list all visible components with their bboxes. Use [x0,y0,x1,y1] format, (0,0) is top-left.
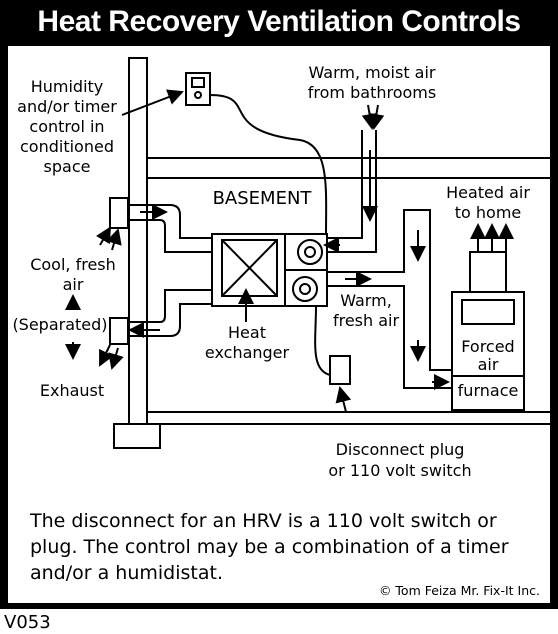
humidity-label-5: space [44,157,91,176]
disconnect-label-2: or 110 volt switch [328,461,471,480]
wall-control-icon [185,72,211,106]
humidity-label-3: control in [29,117,104,136]
humidity-label-1: Humidity [31,77,104,96]
caption: The disconnect for an HRV is a 110 volt … [30,508,530,586]
foundation-wall [128,57,148,427]
power-cord [314,305,331,376]
caption-line-2: plug. The control may be a combination o… [30,536,509,558]
diagram-title: Heat Recovery Ventilation Controls [37,5,521,38]
furnace-label: furnace [458,381,519,400]
control-wire [209,94,328,236]
disconnect-switch-icon [329,355,351,385]
warm-moist-air-label-1: Warm, moist air [309,63,436,82]
figure-code: V053 [4,612,51,633]
hrv-diagram: Humidity and/or timer control in conditi… [12,57,550,480]
caption-line-3: and/or a humidistat. [30,562,223,584]
heated-air-label-2: to home [455,203,522,222]
exhaust-label: Exhaust [40,381,104,400]
heat-exchanger-label-1: Heat [228,323,266,342]
cool-fresh-air-label-2: air [63,275,84,294]
warm-fresh-air-label-2: fresh air [333,311,400,330]
heated-air-label-1: Heated air [446,183,530,202]
basement-label: BASEMENT [213,188,313,209]
footing [113,423,161,449]
credit-line: © Tom Feiza Mr. Fix-It Inc. [378,583,540,598]
forced-air-label-2: air [478,355,499,374]
forced-air-label-1: Forced [461,337,514,356]
caption-line-1: The disconnect for an HRV is a 110 volt … [30,510,497,532]
disconnect-label-1: Disconnect plug [336,440,465,459]
airflow-arrows [65,89,514,413]
heat-exchanger-label-2: exchanger [205,343,290,362]
humidity-label-4: conditioned [20,137,114,156]
house-structure [113,57,550,449]
warm-fresh-air-label-1: Warm, [340,291,392,310]
furnace-unit [451,251,525,411]
humidity-label-2: and/or timer [17,97,117,116]
cool-fresh-air-label-1: Cool, fresh [30,255,116,274]
hrv-unit [211,233,328,307]
labels: Humidity and/or timer control in conditi… [12,63,530,480]
vent-hoods [109,197,129,345]
separated-label: (Separated) [12,315,107,334]
warm-moist-air-label-2: from bathrooms [308,83,436,102]
